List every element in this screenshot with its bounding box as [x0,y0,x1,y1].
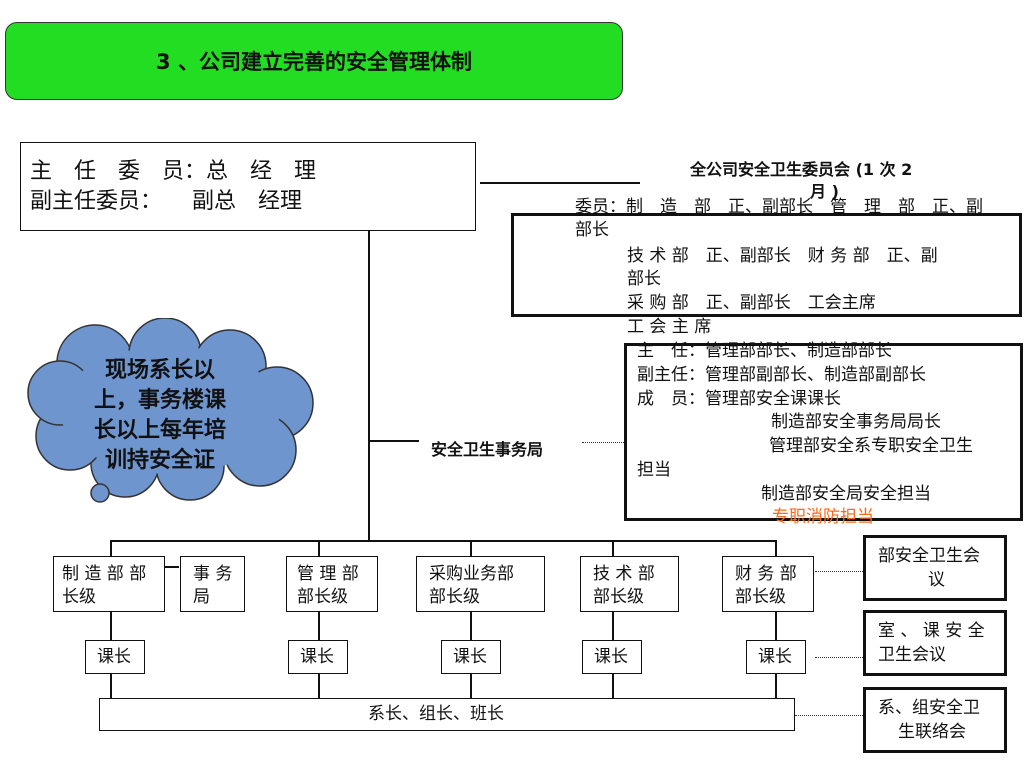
section-chief-label: 课长 [300,647,334,667]
dept-label: 采购业务部 [429,564,514,584]
meeting-link-2 [815,657,863,658]
meeting-label: 议 [928,570,945,590]
section-chief-label: 课长 [594,647,628,667]
chairman-line1: 主 任 委 员：总 经 理 [30,159,317,184]
bureau-member5: 专职消防担当 [772,507,874,527]
meeting-link-3 [795,715,863,716]
bureau-director: 主 任：管理部部长、制造部部长 [637,341,892,361]
committee-name: 全公司安全卫生委员会 (1 次 2 [690,160,913,179]
dept-finance: 财 务 部 部长级 [722,556,814,612]
bar-link-2 [318,674,320,698]
meeting-label: 生联络会 [898,722,966,742]
dept-label: 长级 [62,587,96,607]
bureau-deputy: 副主任：管理部副部长、制造部副部长 [637,365,926,385]
committee-members-row2b: 部长 [627,269,661,289]
dept-management: 管 理 部 部长级 [286,556,378,612]
bar-link-1 [110,674,112,698]
bureau-box [624,343,1023,521]
bureau-member2: 制造部安全事务局局长 [771,412,941,432]
chairman-line2: 副主任委员：副总 经理 [30,189,303,214]
committee-members-row3: 采 购 部 正、副部长 工会主席 [627,293,876,313]
meeting-team: 系、组安全卫 生联络会 [863,687,1007,753]
meeting-label: 部安全卫生会 [878,546,980,566]
meeting-section: 室 、 课 安 全 卫生会议 [863,610,1007,676]
section-chief-2: 课长 [288,640,348,674]
bottom-bar: 系长、组长、班长 [99,698,795,731]
committee-members-box [511,213,1022,317]
dept-label: 部长级 [297,587,348,607]
drop-5 [775,540,777,556]
bureau-member3: 管理部安全系专职安全卫生 [769,436,973,456]
title-banner: 3 、公司建立完善的安全管理体制 [5,22,623,100]
department-bus [110,540,775,542]
connector-affairs [165,566,179,568]
section-chief-5: 课长 [746,640,806,674]
dept-label: 事 务 [193,564,233,584]
committee-name-cont: 月 ) [810,182,839,201]
chairman-box [20,142,476,231]
dept-label: 财 务 部 [735,564,797,584]
dept-label: 管 理 部 [297,564,359,584]
section-chief-label: 课长 [453,647,487,667]
dept-label: 技 术 部 [593,564,655,584]
dept-purchasing: 采购业务部 部长级 [416,556,545,612]
bureau-member1: 成 员：管理部安全课课长 [637,389,841,409]
bureau-member4: 制造部安全局安全担当 [761,484,931,504]
dept-technology: 技 术 部 部长级 [580,556,679,612]
section-chief-1: 课长 [85,640,145,674]
chief-link-2 [318,612,320,640]
chief-link-3 [470,612,472,640]
bar-link-5 [775,674,777,698]
meeting-label: 室 、 课 安 全 [878,621,985,641]
committee-members-row1: 委员：制 造 部 正、副部长 管 理 部 正、副 [575,197,983,217]
training-cloud [27,318,314,503]
section-chief-label: 课长 [97,647,131,667]
meeting-dept: 部安全卫生会 议 [863,535,1007,601]
committee-members-row4: 工 会 主 席 [627,317,712,337]
drop-4 [612,540,614,556]
drop-1 [110,540,112,556]
chief-link-5 [775,612,777,640]
training-cloud-text: 现场系长以 上，事务楼课 长以上每年培 训持安全证 [93,358,226,473]
page-title: 3 、公司建立完善的安全管理体制 [156,50,472,74]
chief-link-4 [612,612,614,640]
meeting-label: 卫生会议 [878,645,946,665]
chief-link-1 [110,612,112,640]
drop-2 [318,540,320,556]
committee-members-row1b: 部长 [575,220,609,240]
dept-label: 制 造 部 部 [62,564,147,584]
dept-affairs: 事 务 局 [180,556,245,612]
drop-3 [470,540,472,556]
bureau-member3b: 担当 [637,460,671,480]
bar-link-4 [612,674,614,698]
bar-link-3 [470,674,472,698]
dept-label: 部长级 [593,587,644,607]
section-chief-4: 课长 [582,640,642,674]
connector-committee [480,182,640,184]
meeting-link-1 [815,571,863,572]
bureau-dotted-link [582,442,626,443]
committee-members-row2: 技 术 部 正、副部长 财 务 部 正、副 [627,246,938,266]
section-chief-3: 课长 [441,640,501,674]
section-chief-label: 课长 [758,647,792,667]
connector-bureau [369,440,419,442]
dept-label: 部长级 [429,587,480,607]
dept-manufacturing: 制 造 部 部 长级 [53,556,165,612]
meeting-label: 系、组安全卫 [878,698,980,718]
bureau-name: 安全卫生事务局 [431,440,544,459]
main-spine [368,231,370,540]
dept-label: 局 [193,587,210,607]
dept-label: 部长级 [735,587,786,607]
bottom-bar-label: 系长、组长、班长 [368,704,504,724]
